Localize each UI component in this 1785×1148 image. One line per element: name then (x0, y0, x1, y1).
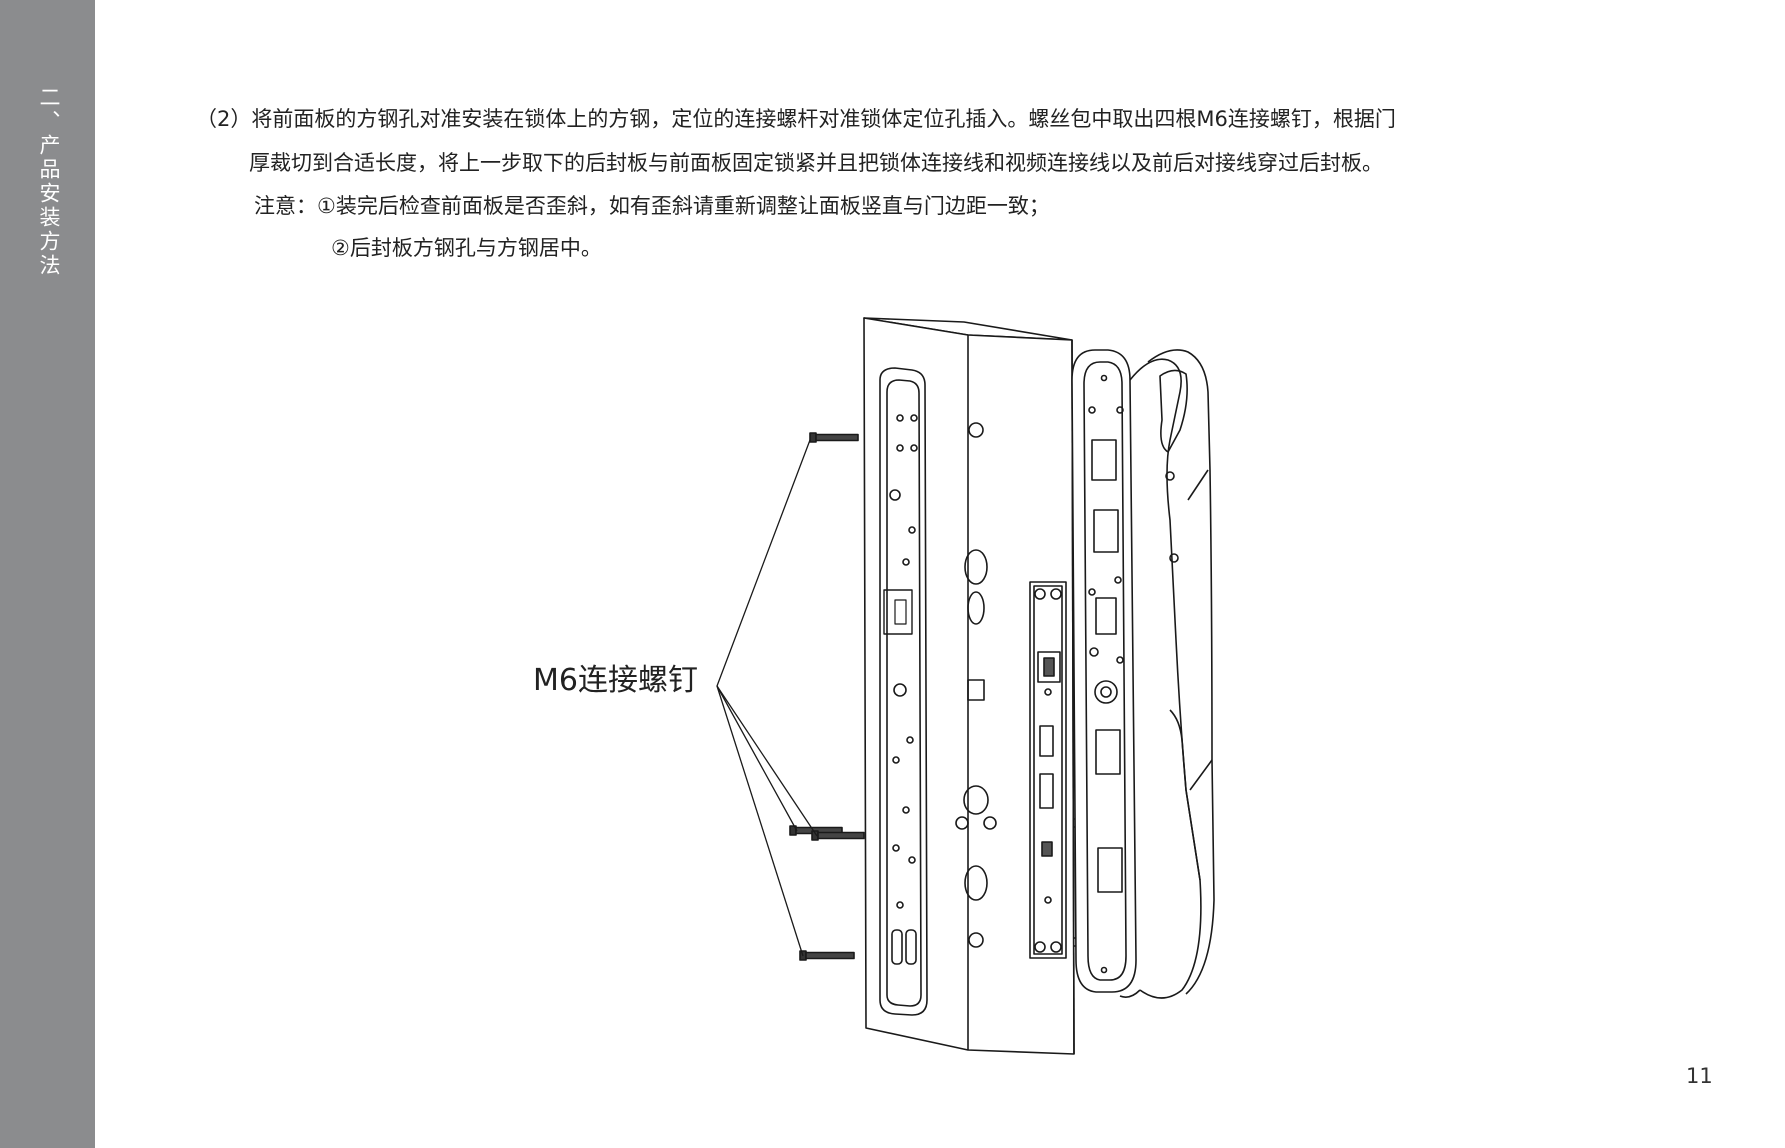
note-line-1: 注意：①装完后检查前面板是否歪斜，如有歪斜请重新调整让面板竖直与门边距一致； (254, 194, 1050, 218)
instruction-line-1: （2）将前面板的方钢孔对准安装在锁体上的方钢，定位的连接螺杆对准锁体定位孔插入。… (196, 107, 1396, 131)
rear-sealing-plate (1071, 349, 1137, 993)
mortise-faceplate (1029, 581, 1067, 959)
screw-middle-2 (811, 830, 865, 841)
rear-handle-body (1119, 349, 1215, 999)
leader-lines (716, 439, 818, 957)
instruction-line-2: 厚裁切到合适长度，将上一步取下的后封板与前面板固定锁紧并且把锁体连接线和视频连接… (249, 151, 1383, 175)
m6-screw-label: M6连接螺钉 (533, 663, 698, 698)
screw-bottom (799, 950, 855, 961)
sidebar: 二、产品安装方法 (0, 0, 95, 1148)
m6-screws (789, 432, 865, 961)
page-number: 11 (1686, 1064, 1713, 1088)
note-line-2: ②后封板方钢孔与方钢居中。 (331, 236, 602, 260)
section-title: 二、产品安装方法 (37, 86, 61, 278)
screw-top (809, 432, 859, 443)
front-panel-backplate (879, 367, 928, 1016)
